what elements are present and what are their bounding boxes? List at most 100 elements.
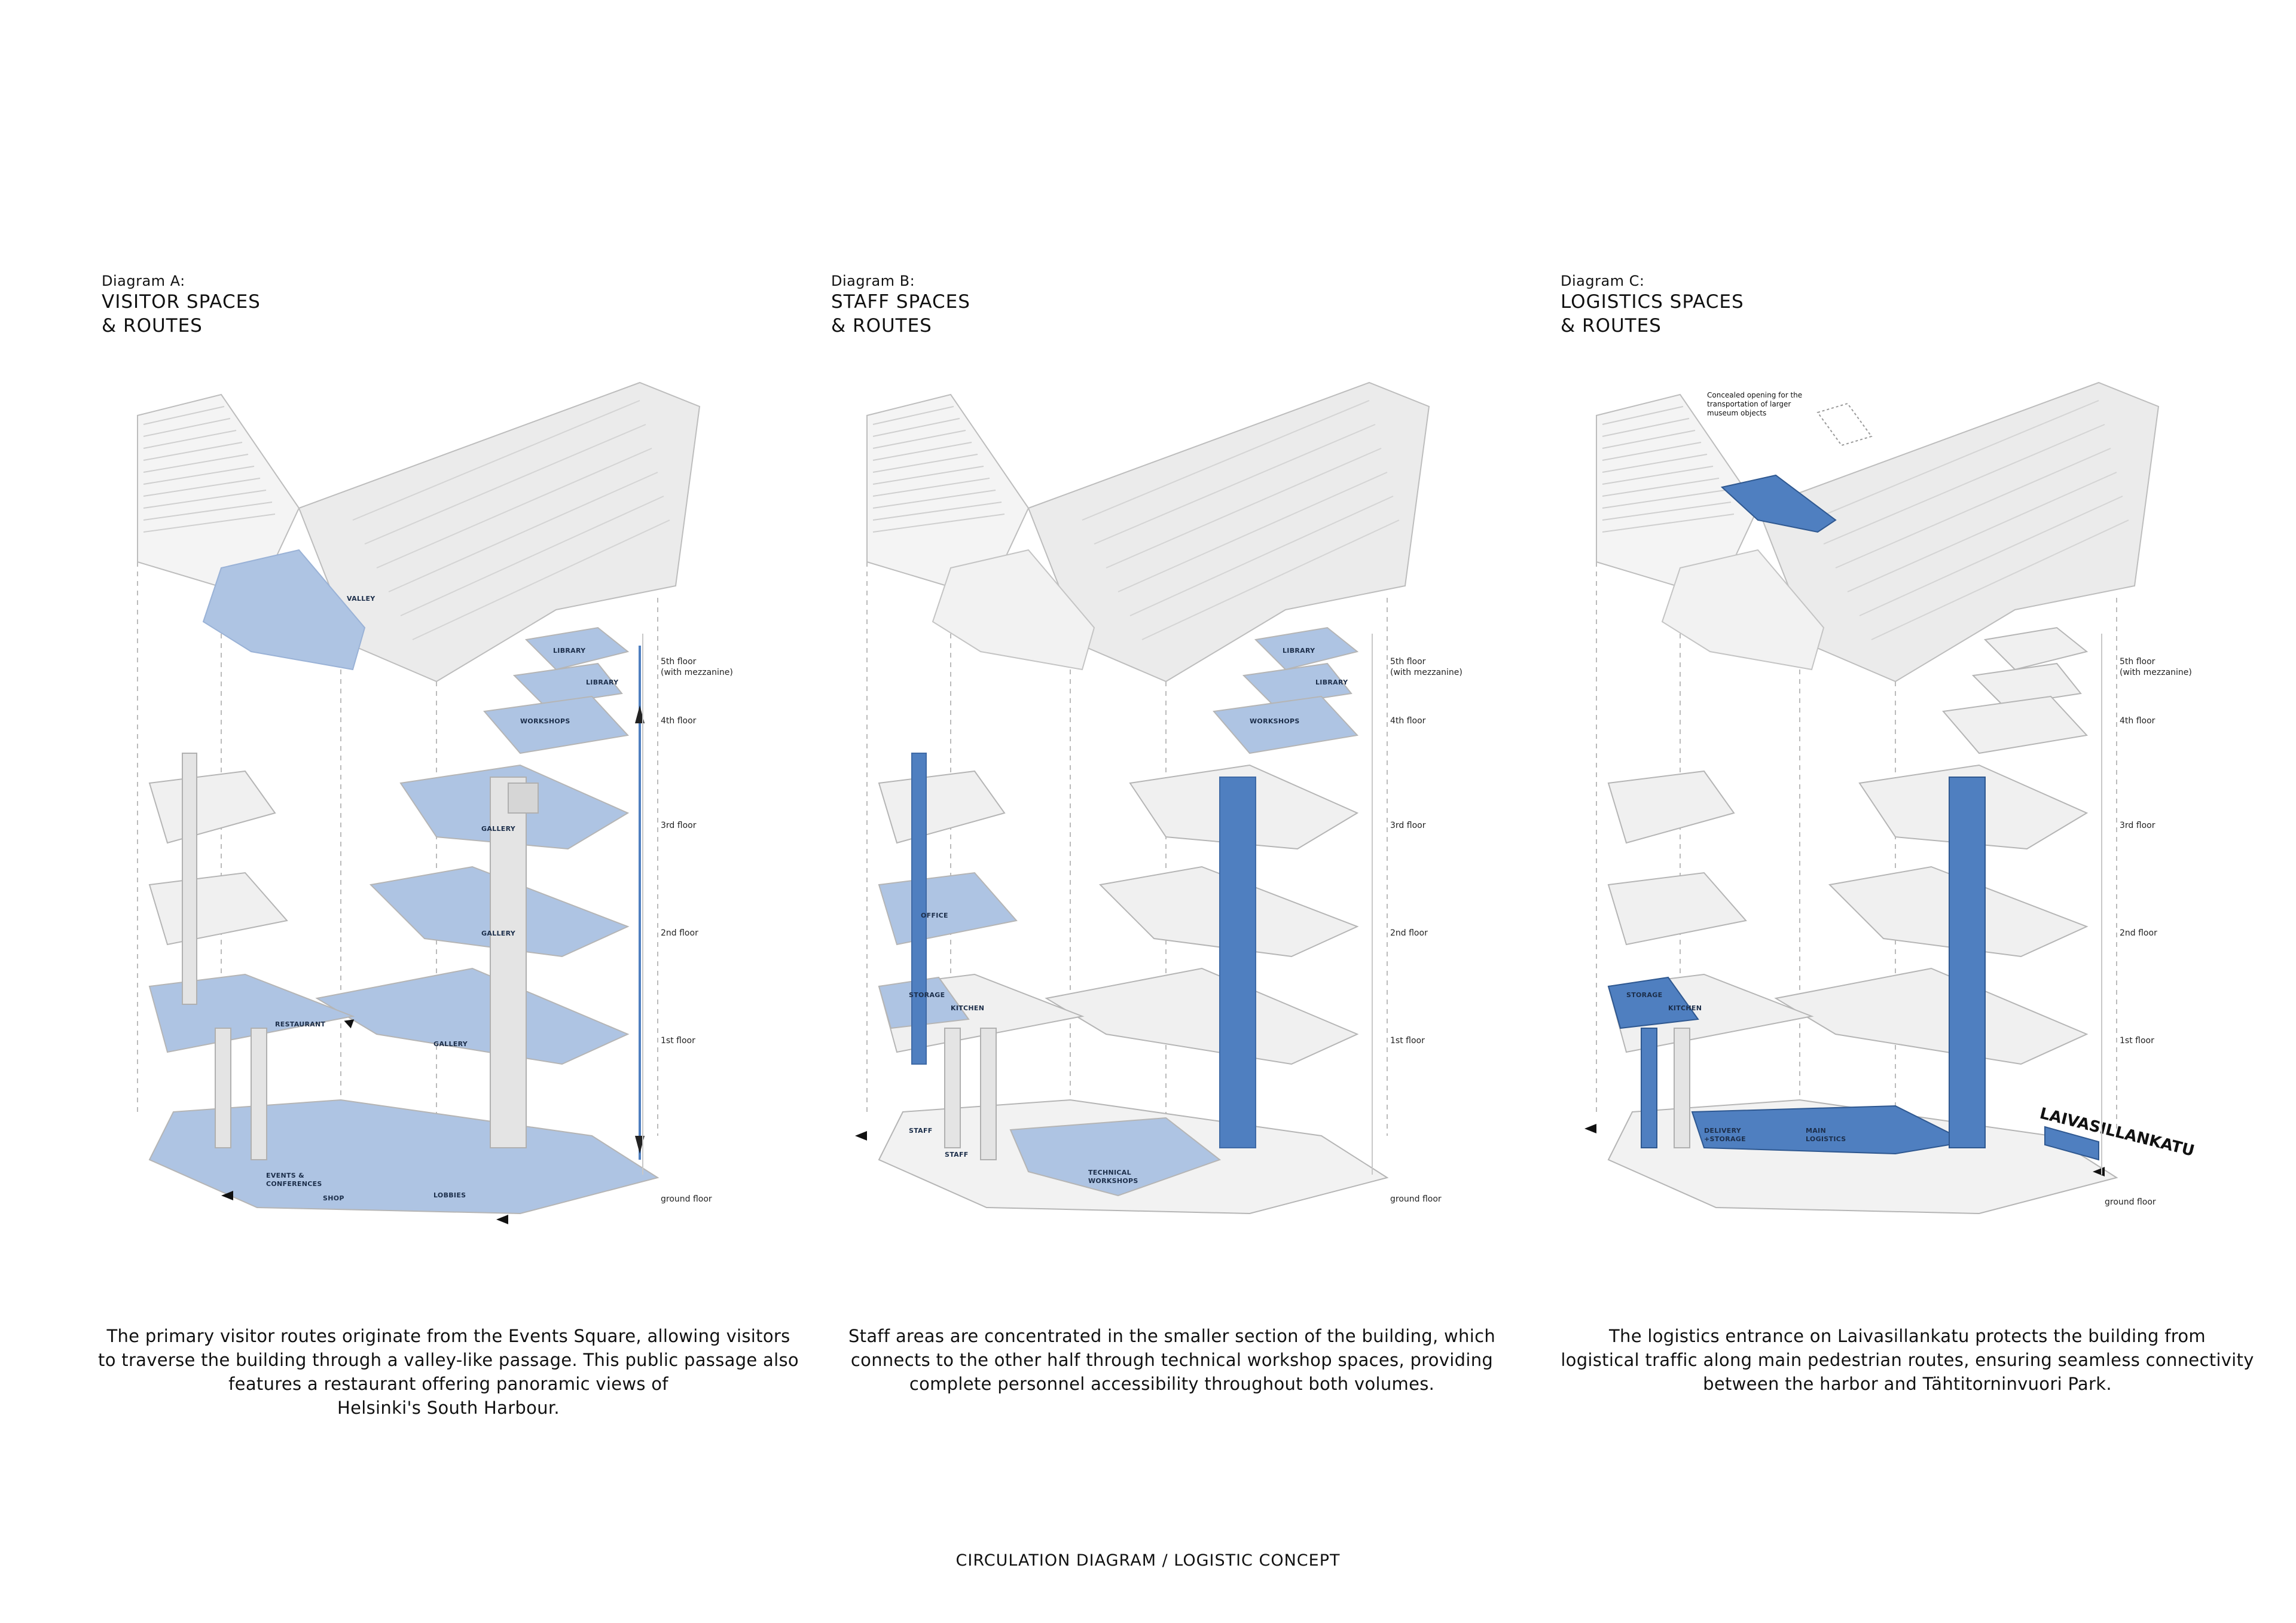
projection-lines bbox=[1596, 562, 2117, 1172]
floor-3rd: 3rd floor bbox=[1390, 821, 1426, 830]
label-library-1: LIBRARY bbox=[553, 647, 586, 655]
roof-volume bbox=[1596, 381, 2160, 683]
diagram-c-label: Diagram C: bbox=[1561, 273, 1645, 289]
label-delivery-2: +STORAGE bbox=[1704, 1135, 1746, 1143]
caption-line: The logistics entrance on Laivasillankat… bbox=[1609, 1326, 2206, 1346]
label-lobbies: LOBBIES bbox=[433, 1191, 466, 1199]
label-staff-1: STAFF bbox=[909, 1127, 933, 1135]
diagram-a-label: Diagram A: bbox=[102, 273, 185, 289]
page-footer-title: CIRCULATION DIAGRAM / LOGISTIC CONCEPT bbox=[955, 1551, 1341, 1570]
slabs-left-volume bbox=[148, 770, 355, 1053]
diagram-a-title-line1: VISITOR SPACES bbox=[102, 291, 261, 313]
label-gallery-1: GALLERY bbox=[433, 1040, 468, 1048]
main-logistics-route bbox=[1691, 1105, 1970, 1155]
diagram-b-title-line2: & ROUTES bbox=[831, 314, 932, 337]
floor-1st: 1st floor bbox=[2120, 1036, 2154, 1046]
label-gallery-3: GALLERY bbox=[481, 825, 516, 833]
label-workshops: WORKSHOPS bbox=[1250, 717, 1300, 725]
caption-line: between the harbor and Tähtitorninvuori … bbox=[1703, 1374, 2112, 1395]
label-gallery-2: GALLERY bbox=[481, 930, 516, 937]
label-main-2: LOGISTICS bbox=[1806, 1135, 1846, 1143]
label-tech-1: TECHNICAL bbox=[1088, 1169, 1131, 1176]
floor-ground: ground floor bbox=[2105, 1197, 2156, 1207]
diagram-a-heading: Diagram A: VISITOR SPACES & ROUTES bbox=[102, 272, 261, 338]
diagram-b-caption: Staff areas are concentrated in the smal… bbox=[813, 1324, 1531, 1396]
panel-diagram-b: Diagram B: STAFF SPACES & ROUTES bbox=[831, 0, 1573, 1623]
label-delivery-1: DELIVERY bbox=[1704, 1127, 1742, 1135]
slabs-left-volume bbox=[1607, 770, 1814, 1053]
label-events-2: CONFERENCES bbox=[266, 1180, 322, 1188]
label-kitchen: KITCHEN bbox=[1668, 1004, 1702, 1012]
diagram-c-title-line1: LOGISTICS SPACES bbox=[1561, 291, 1744, 313]
label-library-2: LIBRARY bbox=[1315, 678, 1348, 686]
diagram-c-heading: Diagram C: LOGISTICS SPACES & ROUTES bbox=[1561, 272, 1744, 338]
floor-5th: 5th floor bbox=[2120, 657, 2155, 667]
projection-lines bbox=[137, 562, 658, 1172]
museum-object-opening bbox=[1720, 474, 1837, 533]
floor-ground: ground floor bbox=[1390, 1194, 1442, 1204]
floor-2nd: 2nd floor bbox=[661, 928, 698, 938]
label-library-2: LIBRARY bbox=[586, 678, 619, 686]
floor-5th: 5th floor bbox=[661, 657, 697, 667]
panel-diagram-c: Diagram C: LOGISTICS SPACES & ROUTES bbox=[1561, 0, 2296, 1623]
floor-labels: 5th floor (with mezzanine) 4th floor 3rd… bbox=[642, 634, 733, 1204]
floor-5th-note: (with mezzanine) bbox=[661, 668, 733, 677]
label-restaurant: RESTAURANT bbox=[275, 1020, 326, 1028]
caption-line: complete personnel accessibility through… bbox=[909, 1374, 1435, 1395]
panel-diagram-a: Diagram A: VISITOR SPACES & ROUTES bbox=[98, 0, 843, 1623]
floor-3rd: 3rd floor bbox=[661, 821, 697, 830]
diagram-b-heading: Diagram B: STAFF SPACES & ROUTES bbox=[831, 272, 970, 338]
caption-line: features a restaurant offering panoramic… bbox=[228, 1374, 668, 1395]
label-staff-2: STAFF bbox=[945, 1151, 969, 1159]
entry-arrows bbox=[855, 1131, 867, 1141]
slabs-right-volume bbox=[148, 626, 660, 1215]
floor-1st: 1st floor bbox=[1390, 1036, 1425, 1046]
diagram-b-svg: LIBRARY LIBRARY WORKSHOPS OFFICE STORAGE… bbox=[855, 381, 1463, 1215]
cores bbox=[1641, 777, 1986, 1148]
floor-4th: 4th floor bbox=[1390, 716, 1426, 726]
diagram-b-label: Diagram B: bbox=[831, 273, 915, 289]
label-valley: VALLEY bbox=[347, 595, 375, 603]
diagram-a-title-line2: & ROUTES bbox=[102, 314, 203, 337]
floor-labels: 5th floor (with mezzanine) 4th floor 3rd… bbox=[2101, 634, 2192, 1207]
label-tech-2: WORKSHOPS bbox=[1088, 1177, 1138, 1185]
valley-area bbox=[202, 549, 366, 671]
diagram-a-svg: VALLEY bbox=[137, 381, 733, 1224]
diagram-b-title-line1: STAFF SPACES bbox=[831, 291, 970, 313]
note-line-1: Concealed opening for the bbox=[1707, 391, 1802, 399]
label-workshops: WORKSHOPS bbox=[520, 717, 570, 725]
roof-volume: VALLEY bbox=[137, 381, 701, 683]
diagram-a-caption: The primary visitor routes originate fro… bbox=[72, 1324, 825, 1420]
diagram-b-axonometric: LIBRARY LIBRARY WORKSHOPS OFFICE STORAGE… bbox=[831, 371, 1573, 1267]
entry-arrows bbox=[221, 1019, 508, 1224]
floor-4th: 4th floor bbox=[661, 716, 697, 726]
diagram-a-axonometric: VALLEY bbox=[102, 371, 843, 1267]
floor-4th: 4th floor bbox=[2120, 716, 2155, 726]
caption-line: to traverse the building through a valle… bbox=[98, 1350, 799, 1371]
floor-ground: ground floor bbox=[661, 1194, 712, 1204]
note-line-3: museum objects bbox=[1707, 409, 1766, 417]
label-shop: SHOP bbox=[323, 1194, 344, 1202]
floor-2nd: 2nd floor bbox=[2120, 928, 2157, 938]
caption-line: connects to the other half through techn… bbox=[850, 1350, 1494, 1371]
slabs-right-volume bbox=[1607, 626, 2118, 1215]
label-events-1: EVENTS & bbox=[266, 1172, 304, 1179]
floor-5th: 5th floor bbox=[1390, 657, 1426, 667]
caption-line: The primary visitor routes originate fro… bbox=[106, 1326, 790, 1346]
label-kitchen: KITCHEN bbox=[951, 1004, 984, 1012]
caption-line: Helsinki's South Harbour. bbox=[337, 1398, 560, 1419]
floor-labels: 5th floor (with mezzanine) 4th floor 3rd… bbox=[1372, 634, 1463, 1204]
diagram-c-title-line2: & ROUTES bbox=[1561, 314, 1662, 337]
note-line-2: transportation of larger bbox=[1707, 400, 1791, 408]
floor-1st: 1st floor bbox=[661, 1036, 695, 1046]
label-office: OFFICE bbox=[921, 912, 948, 919]
floor-2nd: 2nd floor bbox=[1390, 928, 1428, 938]
floor-5th-note: (with mezzanine) bbox=[1390, 668, 1463, 677]
caption-line: Staff areas are concentrated in the smal… bbox=[848, 1326, 1496, 1346]
label-library-1: LIBRARY bbox=[1283, 647, 1315, 655]
floor-5th-note: (with mezzanine) bbox=[2120, 668, 2192, 677]
roof-volume bbox=[866, 381, 1430, 683]
diagram-c-caption: The logistics entrance on Laivasillankat… bbox=[1549, 1324, 2266, 1396]
projection-lines bbox=[866, 562, 1388, 1172]
cores bbox=[182, 753, 539, 1160]
